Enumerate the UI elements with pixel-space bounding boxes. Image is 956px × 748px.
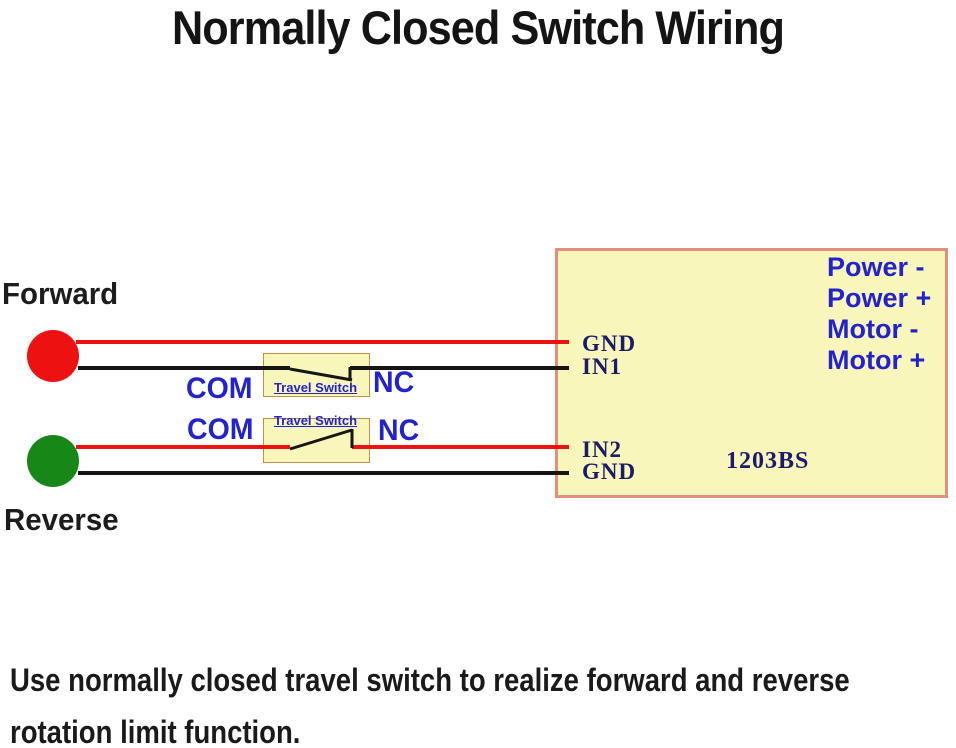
com-label-reverse: COM [187, 413, 254, 446]
controller-model: 1203BS [726, 448, 810, 474]
com-label-forward: COM [186, 372, 253, 405]
travel-switch-label-forward: Travel Switch [273, 380, 358, 395]
pin-in1: IN1 [582, 354, 623, 379]
controller-board [555, 248, 948, 498]
pin-gnd-bottom: GND [582, 459, 637, 484]
reverse-label: Reverse [4, 502, 119, 537]
caption-line-1: Use normally closed travel switch to rea… [10, 662, 850, 698]
forward-terminal-dot [27, 330, 79, 382]
forward-switch-blade [289, 367, 353, 382]
terminal-list: Power - Power + Motor - Motor + [827, 252, 931, 376]
terminal-power-plus: Power + [827, 283, 932, 313]
reverse-switch-blade [289, 428, 353, 451]
pin-gnd-top: GND [582, 331, 637, 356]
page-title: Normally Closed Switch Wiring [171, 1, 785, 54]
terminal-motor-minus: Motor - [827, 314, 919, 344]
forward-label: Forward [2, 276, 119, 311]
travel-switch-label-reverse: Travel Switch [273, 413, 358, 428]
reverse-terminal-dot [27, 435, 79, 487]
terminal-power-minus: Power - [827, 252, 925, 282]
terminal-motor-plus: Motor + [827, 345, 926, 375]
pin-in2: IN2 [582, 437, 623, 462]
nc-label-reverse: NC [378, 414, 420, 447]
caption-line-2: rotation limit function. [10, 714, 301, 748]
nc-label-forward: NC [373, 366, 415, 399]
